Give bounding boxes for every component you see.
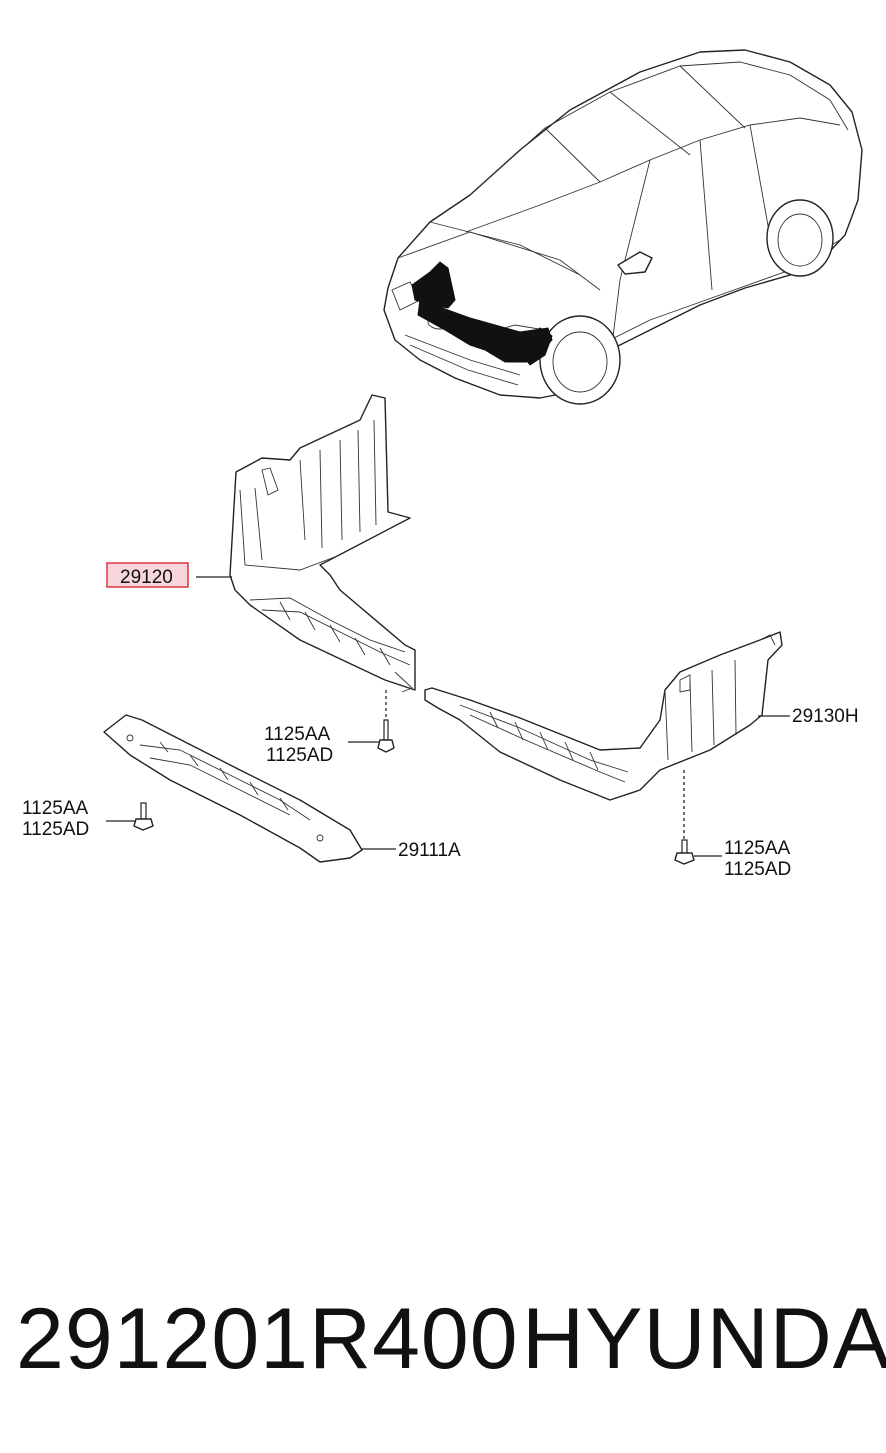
label-left-bolt-aa[interactable]: 1125AA bbox=[22, 798, 89, 819]
car-illustration bbox=[383, 49, 863, 405]
label-right-bolt-aa[interactable]: 1125AA bbox=[724, 838, 791, 859]
label-29130h[interactable]: 29130H bbox=[792, 706, 859, 727]
caption-brand: HYUNDAI bbox=[522, 1291, 886, 1387]
bolt-left bbox=[133, 802, 154, 831]
label-29111a[interactable]: 29111A bbox=[398, 840, 461, 861]
part-29120-undercover bbox=[229, 394, 416, 693]
bolt-right bbox=[674, 770, 695, 865]
caption-part-number: 291201R400 bbox=[16, 1291, 519, 1387]
part-29111a-front-cover bbox=[103, 714, 363, 863]
label-right-bolt-ad[interactable]: 1125AD bbox=[724, 859, 791, 880]
label-center-bolt-ad[interactable]: 1125AD bbox=[266, 745, 333, 766]
part-29120-highlight bbox=[106, 562, 189, 588]
label-left-bolt-ad[interactable]: 1125AD bbox=[22, 819, 89, 840]
bolt-center bbox=[377, 690, 395, 753]
part-29130h-undercover bbox=[424, 631, 783, 801]
label-center-bolt-aa[interactable]: 1125AA bbox=[264, 724, 331, 745]
label-29120[interactable]: 29120 bbox=[120, 567, 173, 588]
